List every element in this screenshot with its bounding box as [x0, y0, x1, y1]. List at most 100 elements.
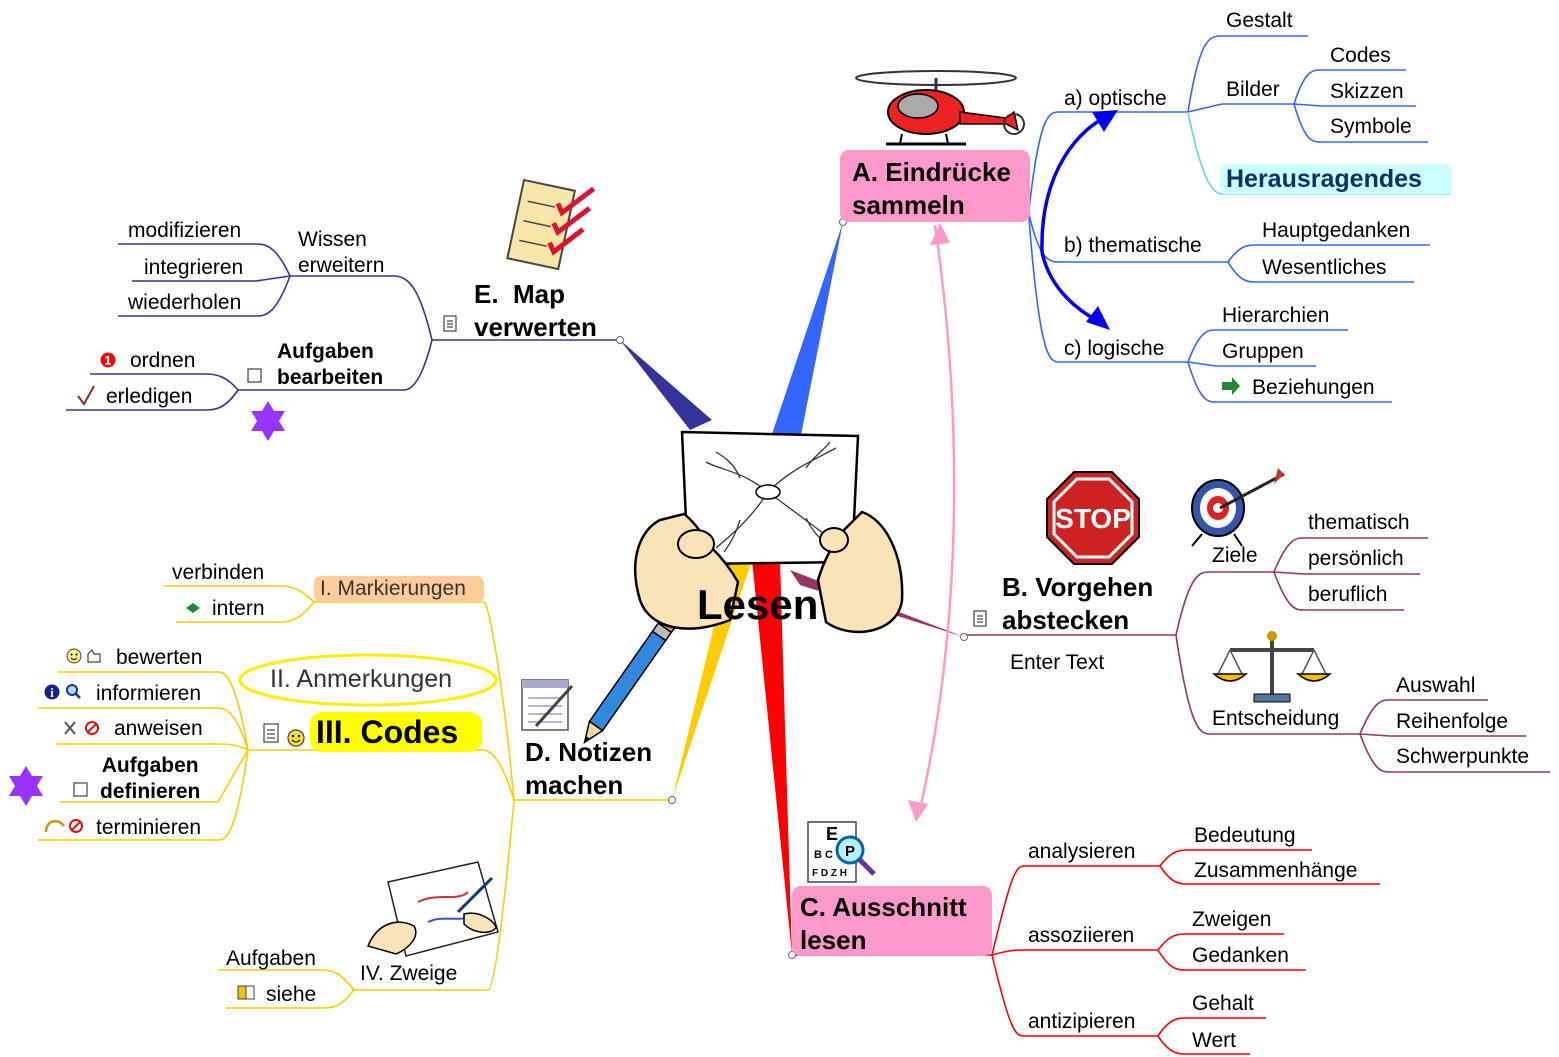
center-label[interactable]: Lesen	[697, 581, 819, 628]
zweige-item-siehe[interactable]: siehe	[266, 983, 317, 1006]
svg-text:i: i	[50, 685, 54, 700]
branch-e-title[interactable]: E. Map verwerten	[474, 278, 597, 343]
antizipieren-item-gehalt[interactable]: Gehalt	[1192, 992, 1254, 1015]
anmerkungen-label[interactable]: II. Anmerkungen	[270, 665, 453, 693]
thematische-label[interactable]: b) thematische	[1064, 234, 1202, 257]
branch-c-title[interactable]: C. Ausschnitt lesen	[800, 891, 967, 956]
entscheidung-item-reihenfolge[interactable]: Reihenfolge	[1396, 710, 1509, 733]
wissen-item-integrieren[interactable]: integrieren	[144, 256, 244, 279]
codes-aufgaben-line2: definieren	[100, 780, 201, 804]
branch-b-note[interactable]: Enter Text	[1010, 651, 1105, 674]
stop-sign-icon: STOP	[1046, 471, 1140, 565]
smiley-icon	[66, 648, 82, 664]
antizipieren-label[interactable]: antizipieren	[1028, 1010, 1136, 1033]
codes-item-terminieren[interactable]: terminieren	[96, 816, 202, 839]
assoziieren-label[interactable]: assoziieren	[1028, 924, 1135, 947]
codes-aufgaben[interactable]: Aufgaben definieren	[100, 753, 200, 806]
codes-item-bewerten[interactable]: bewerten	[116, 646, 203, 669]
branch-a-title[interactable]: A. Eindrücke sammeln	[852, 156, 1011, 221]
svg-text:E: E	[826, 824, 838, 844]
stop-sign-text: STOP	[1055, 503, 1131, 534]
logische-item-beziehungen[interactable]: Beziehungen	[1252, 376, 1375, 399]
svg-text:1: 1	[105, 354, 112, 368]
branch-d-title-line1: D. Notizen	[525, 737, 653, 767]
codes-label[interactable]: III. Codes	[316, 714, 459, 750]
gestalt-label[interactable]: Gestalt	[1226, 9, 1293, 32]
zweige-label[interactable]: IV. Zweige	[360, 962, 458, 985]
bilder-item-codes[interactable]: Codes	[1330, 44, 1391, 67]
wissen-label[interactable]: Wissen erweitern	[298, 227, 384, 280]
wissen-label-line1: Wissen	[298, 228, 367, 251]
zweige-item-aufgaben[interactable]: Aufgaben	[226, 947, 316, 970]
ziele-label[interactable]: Ziele	[1212, 544, 1258, 567]
pencil-icon	[583, 613, 679, 745]
bilder-label[interactable]: Bilder	[1226, 78, 1280, 101]
aufgaben-item-ordnen[interactable]: ordnen	[130, 349, 196, 372]
eye-chart-icon: E B C F D Z H P	[807, 821, 876, 883]
analysieren-label[interactable]: analysieren	[1028, 840, 1136, 863]
wissen-item-modifizieren[interactable]: modifizieren	[128, 219, 242, 242]
herausragendes-label[interactable]: Herausragendes	[1226, 165, 1422, 193]
stop-icon	[85, 721, 99, 735]
optische-label[interactable]: a) optische	[1064, 87, 1167, 110]
bilder-item-skizzen[interactable]: Skizzen	[1330, 80, 1404, 103]
topic-box-c	[792, 886, 992, 956]
aufgaben-bearbeiten-label[interactable]: Aufgaben bearbeiten	[277, 339, 383, 392]
thematische-item-hauptgedanken[interactable]: Hauptgedanken	[1262, 219, 1411, 242]
entscheidung-label[interactable]: Entscheidung	[1212, 707, 1340, 730]
thematische-item-wesentliches[interactable]: Wesentliches	[1262, 256, 1387, 279]
clock-icon	[44, 819, 65, 833]
pink-relation-arrow	[916, 224, 956, 819]
branch-c-title-line1: C. Ausschnitt	[800, 892, 967, 922]
codes-item-informieren[interactable]: informieren	[96, 682, 202, 705]
antizipieren-item-wert[interactable]: Wert	[1192, 1029, 1236, 1052]
helicopter-icon	[855, 70, 1025, 146]
wissen-item-wiederholen[interactable]: wiederholen	[128, 291, 242, 314]
svg-text:B C: B C	[814, 849, 833, 861]
ziele-item-beruflich[interactable]: beruflich	[1308, 583, 1388, 606]
branch-d-lines	[38, 585, 672, 1009]
entscheidung-item-auswahl[interactable]: Auswahl	[1396, 674, 1476, 697]
branch-c-wedge	[752, 560, 792, 955]
aufgaben-bearbeiten-line2: bearbeiten	[277, 366, 384, 390]
branch-b-title-line2: abstecken	[1002, 604, 1130, 635]
markierungen-label[interactable]: I. Markierungen	[320, 577, 466, 600]
checkbox-icon	[247, 368, 262, 383]
book-icon	[237, 985, 255, 1000]
logische-label[interactable]: c) logische	[1064, 337, 1165, 360]
hands-map-icon	[633, 430, 904, 634]
star-icon	[9, 766, 43, 806]
svg-text:F D Z H: F D Z H	[812, 868, 847, 879]
branch-e-title-line2: verwerten	[474, 311, 597, 342]
aufgaben-bearbeiten-line1: Aufgaben	[277, 340, 374, 363]
analysieren-item-bedeutung[interactable]: Bedeutung	[1194, 824, 1296, 847]
ziele-item-thematisch[interactable]: thematisch	[1308, 511, 1410, 534]
note-icon	[263, 723, 279, 743]
markierungen-box	[314, 576, 484, 602]
herausragendes-line	[1187, 111, 1223, 195]
assoziieren-item-zweigen[interactable]: Zweigen	[1192, 908, 1272, 931]
branch-d-title[interactable]: D. Notizen machen	[525, 736, 652, 801]
branch-b-title[interactable]: B. Vorgehen abstecken	[1002, 571, 1153, 636]
analysieren-item-zusammenhaenge[interactable]: Zusammenhänge	[1194, 859, 1358, 882]
arrow-right-icon	[1222, 377, 1240, 395]
entscheidung-item-schwerpunkte[interactable]: Schwerpunkte	[1396, 745, 1530, 768]
branch-a-title-line2: sammeln	[852, 189, 965, 220]
aufgaben-item-erledigen[interactable]: erledigen	[106, 385, 193, 408]
branch-e-wedge	[620, 340, 712, 430]
link-icon	[186, 603, 200, 613]
logische-item-hierarchien[interactable]: Hierarchien	[1222, 304, 1330, 327]
svg-text:P: P	[845, 843, 855, 860]
markierungen-item-intern[interactable]: intern	[212, 597, 265, 620]
codes-item-anweisen[interactable]: anweisen	[114, 717, 203, 740]
markierungen-item-verbinden[interactable]: verbinden	[172, 561, 265, 584]
scales-icon	[1212, 631, 1332, 703]
ziele-item-persoenlich[interactable]: persönlich	[1308, 547, 1404, 570]
logische-item-gruppen[interactable]: Gruppen	[1222, 340, 1304, 363]
stop-icon	[69, 819, 83, 833]
relation-arrow-up	[1040, 113, 1111, 253]
bilder-item-symbole[interactable]: Symbole	[1330, 115, 1412, 138]
checkmark-icon	[77, 385, 95, 406]
assoziieren-item-gedanken[interactable]: Gedanken	[1192, 944, 1289, 967]
